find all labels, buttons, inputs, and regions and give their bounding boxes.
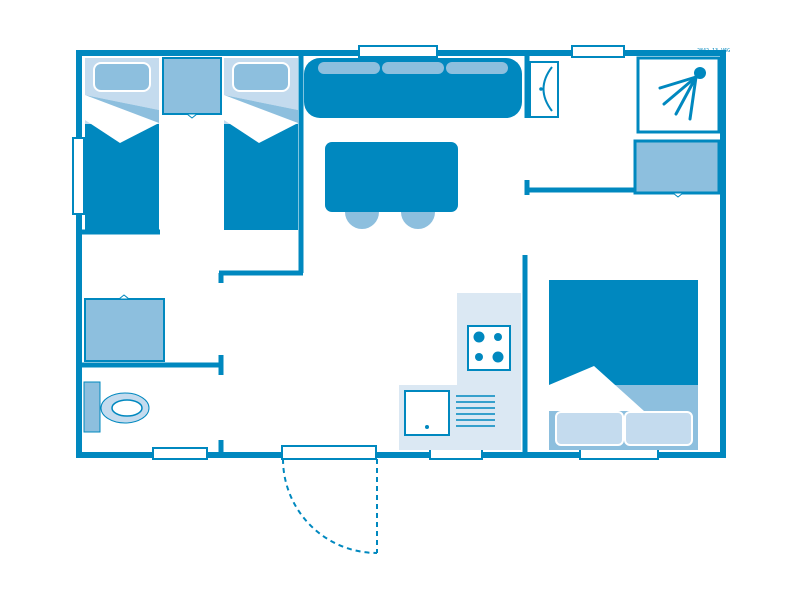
bed-2-pillow [232,62,290,92]
sink-drainer [456,395,495,427]
window-left-bedroom [72,137,85,215]
storage [84,294,165,362]
hob-burner-3 [475,353,483,361]
window-top-shower [571,45,625,58]
toilet-seat-opening [111,399,143,417]
hob-burner-4 [492,351,504,363]
bedroom-2 [224,58,298,230]
interior-walls [79,56,640,452]
nightstand-1 [162,57,222,115]
washbasin-drain [539,87,543,91]
sink-drain [425,425,429,429]
toilet-room [83,381,150,433]
hob-burner-2 [494,333,502,341]
double-bed-pillow-2 [624,411,693,446]
dining-table [325,142,458,212]
master-bedroom [549,280,698,450]
bed-1-pillow [93,62,151,92]
dining-stool-1 [345,212,379,229]
double-bed-pillow-1 [555,411,624,446]
kitchen [399,293,521,450]
storage-cabinet [84,298,165,362]
entrance-door [281,445,378,554]
storage-marker [117,294,131,300]
living-dining [304,58,522,229]
shower-cabinet-marker [671,192,685,198]
door-opening [281,445,377,460]
bedroom-1 [85,57,222,230]
double-bed-folded-sheet [549,366,644,411]
shower-spray-icon [658,75,698,121]
window-bottom-left [152,447,208,460]
hob [467,325,511,371]
toilet-cistern [83,381,101,433]
washbasin-bowl [542,66,553,112]
sofa-cushion-3 [446,62,508,74]
window-top-living [358,45,438,58]
plan-reference-code: 2842_13_V6G [697,48,730,54]
nightstand-1-marker [185,113,199,119]
bed-1-fold-shadow [85,95,159,123]
hob-burner-1 [473,331,485,343]
sofa-cushion-1 [318,62,380,74]
sofa-cushion-2 [382,62,444,74]
shower-tray [636,56,721,134]
shower-room [529,56,721,198]
bed-2-fold-shadow [224,95,298,123]
windows [72,45,659,460]
dining-stool-2 [401,212,435,229]
shower-cabinet [633,139,721,195]
door-swing-arc [282,458,378,554]
